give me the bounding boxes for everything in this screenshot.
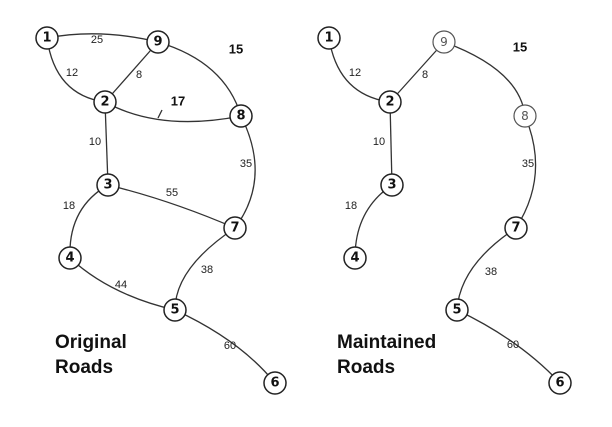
svg-text:8: 8	[236, 109, 245, 124]
node-2: 2	[93, 90, 117, 114]
weight-5-6: 60	[507, 339, 519, 351]
maintained-caption-line1: Maintained	[337, 332, 436, 353]
node-8: 8	[513, 104, 537, 128]
svg-text:2: 2	[385, 95, 394, 110]
node-1: 1	[35, 26, 59, 50]
svg-text:3: 3	[103, 178, 112, 193]
weight-5-6: 60	[224, 340, 236, 352]
weight-1-2: 12	[349, 67, 361, 79]
svg-text:5: 5	[170, 303, 179, 318]
svg-text:2: 2	[100, 95, 109, 110]
edge-9-8	[157, 41, 242, 117]
node-4: 4	[343, 246, 367, 270]
svg-text:6: 6	[555, 376, 564, 391]
weight-2-3: 10	[373, 136, 385, 148]
weight-3-4: 18	[63, 200, 75, 212]
weight-2-9: 8	[136, 69, 142, 81]
weight-7-5: 38	[201, 264, 213, 276]
svg-text:8: 8	[521, 109, 529, 123]
node-3: 3	[380, 173, 404, 197]
edge-2-8	[104, 101, 242, 123]
edge-5-6	[456, 309, 561, 384]
node-4: 4	[58, 246, 82, 270]
original-roads-graph: 25 12 8 15 17 10 35 55 18 38 44 60 1 9 2…	[35, 26, 287, 395]
node-9: 9	[146, 30, 170, 54]
svg-text:3: 3	[387, 178, 396, 193]
svg-text:9: 9	[440, 35, 448, 49]
edge-8-7	[515, 115, 537, 229]
maintained-caption-line2: Roads	[337, 357, 395, 378]
weight-2-8: 17	[171, 94, 185, 109]
weight-3-7: 55	[166, 187, 178, 199]
node-1: 1	[317, 26, 341, 50]
edge-8-7	[234, 115, 256, 229]
weight-2-9: 8	[422, 69, 428, 81]
node-5: 5	[445, 298, 469, 322]
node-6: 6	[548, 371, 572, 395]
svg-text:1: 1	[42, 31, 51, 46]
node-9: 9	[432, 30, 456, 54]
node-5: 5	[163, 298, 187, 322]
edge-2-8-tick	[157, 109, 163, 119]
weight-8-7: 35	[240, 158, 252, 170]
node-3: 3	[96, 173, 120, 197]
svg-text:4: 4	[350, 251, 359, 266]
weight-7-5: 38	[485, 266, 497, 278]
node-6: 6	[263, 371, 287, 395]
svg-text:6: 6	[270, 376, 279, 391]
weight-8-7: 35	[522, 158, 534, 170]
edge-2-9	[389, 41, 445, 103]
weight-1-9: 25	[91, 34, 103, 46]
weight-2-3: 10	[89, 136, 101, 148]
original-caption-line1: Original	[55, 332, 127, 353]
edge-3-7	[107, 184, 236, 229]
svg-text:7: 7	[511, 221, 520, 236]
svg-text:5: 5	[452, 303, 461, 318]
weight-1-2: 12	[66, 67, 78, 79]
svg-text:4: 4	[65, 251, 74, 266]
edge-3-4	[354, 184, 393, 259]
weight-9-8: 15	[513, 40, 527, 55]
svg-text:1: 1	[324, 31, 333, 46]
node-7: 7	[223, 216, 247, 240]
node-2: 2	[378, 90, 402, 114]
weight-9-8: 15	[229, 42, 243, 57]
node-7: 7	[504, 216, 528, 240]
edge-2-3	[389, 101, 393, 186]
svg-text:7: 7	[230, 221, 239, 236]
node-8: 8	[229, 104, 253, 128]
weight-3-4: 18	[345, 200, 357, 212]
edge-3-4	[69, 184, 109, 259]
maintained-roads-graph: 12 8 15 10 35 18 38 60 1 9 2 8 3 7 4 5 6…	[317, 26, 572, 395]
edge-5-6	[174, 309, 276, 384]
weight-4-5: 44	[115, 279, 127, 291]
original-caption-line2: Roads	[55, 357, 113, 378]
svg-text:9: 9	[153, 35, 162, 50]
edge-2-3	[104, 101, 109, 186]
edge-2-9	[104, 41, 159, 103]
